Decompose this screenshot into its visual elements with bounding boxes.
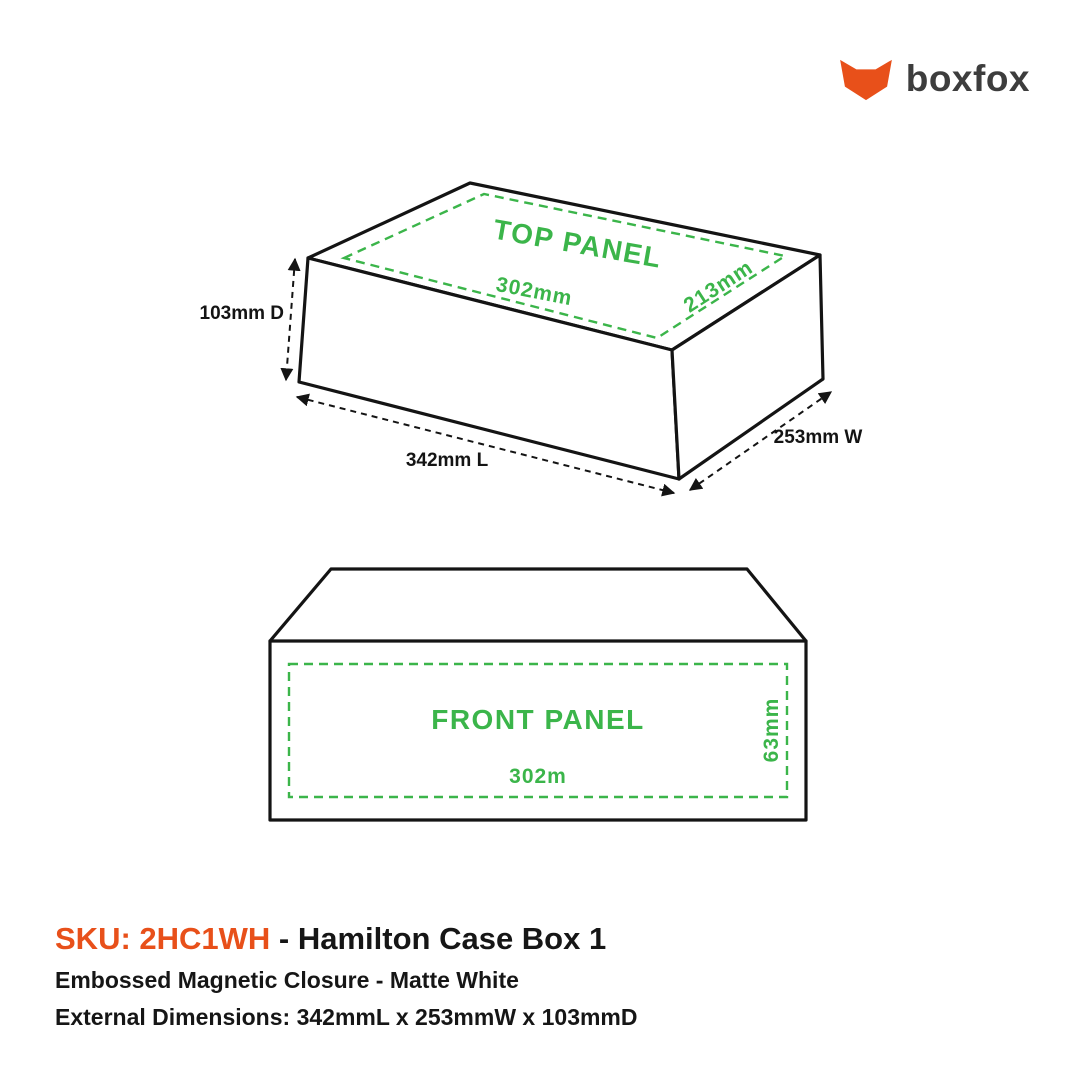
front-panel-print-area [287,662,789,799]
front-panel-height-label: 63mm [760,698,783,763]
brand-logo: boxfox [837,56,1030,102]
product-info: SKU: 2HC1WH - Hamilton Case Box 1 Emboss… [55,921,638,1032]
sku-code: SKU: 2HC1WH [55,921,271,956]
fox-icon-shape [839,59,892,101]
front-panel-view: FRONT PANEL 302m 63mm [268,567,808,822]
depth-dimension-label: 103mm D [200,303,285,324]
isometric-box-view: TOP PANEL 302mm 213mm 103mm D 342mm L 25… [200,181,863,497]
width-dimension-label: 253mm W [774,427,863,448]
fox-icon [839,59,892,101]
brand-name: boxfox [905,58,1030,99]
front-panel-label: FRONT PANEL [431,704,645,735]
width-dimension-line [688,391,833,491]
depth-dimension-line [280,257,301,382]
dimensions-spec-line: External Dimensions: 342mmL x 253mmW x 1… [55,1004,638,1031]
closure-spec-line: Embossed Magnetic Closure - Matte White [55,966,519,993]
product-name: - Hamilton Case Box 1 [270,921,607,956]
length-dimension-line [295,393,676,497]
front-panel-length-label: 302m [509,765,567,788]
length-dimension-label: 342mm L [406,450,489,471]
sku-line: SKU: 2HC1WH - Hamilton Case Box 1 [55,921,638,957]
top-panel-print-area [340,192,789,340]
